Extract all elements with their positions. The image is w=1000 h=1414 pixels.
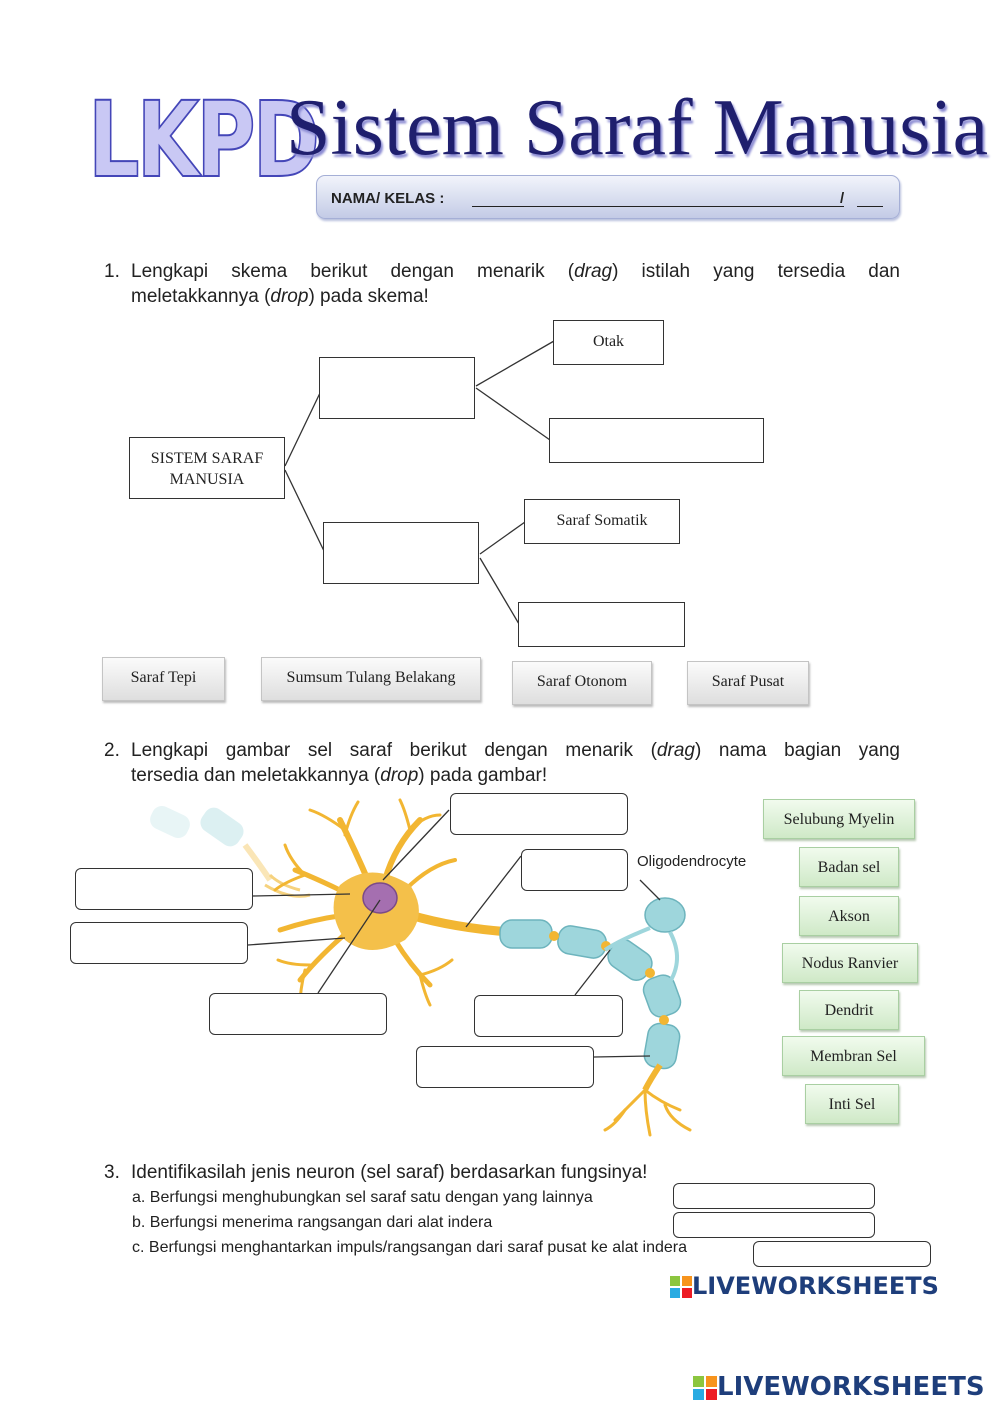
neuron-drop-box-2[interactable] — [521, 849, 628, 891]
question-1-line1: Lengkapi skema berikut dengan menarik (d… — [131, 261, 901, 282]
neuron-drop-box-1[interactable] — [450, 793, 628, 835]
liveworksheets-grid-icon — [670, 1276, 692, 1298]
page-title: Sistem Saraf Manusia — [286, 84, 989, 172]
option-selubung-myelin[interactable]: Selubung Myelin — [763, 799, 915, 839]
q3-item-b: b. Berfungsi menerima rangsangan dari al… — [132, 1214, 493, 1231]
option-nodus-ranvier[interactable]: Nodus Ranvier — [782, 943, 918, 983]
option-inti-sel[interactable]: Inti Sel — [805, 1084, 899, 1124]
q3-answer-c[interactable] — [753, 1241, 931, 1267]
option-saraf-pusat[interactable]: Saraf Pusat — [687, 661, 809, 705]
option-saraf-tepi[interactable]: Saraf Tepi — [102, 657, 225, 701]
name-class-label: NAMA/ KELAS : — [331, 190, 445, 207]
neuron-drop-box-7[interactable] — [416, 1046, 594, 1088]
name-input-line[interactable] — [472, 206, 844, 207]
q3-answer-b[interactable] — [673, 1212, 875, 1238]
question-2-line2: tersedia dan meletakkannya (drop) pada g… — [131, 765, 548, 786]
q3-answer-a[interactable] — [673, 1183, 875, 1209]
neuron-drop-box-5[interactable] — [209, 993, 387, 1035]
q3-item-c: c. Berfungsi menghantarkan impuls/rangsa… — [132, 1239, 687, 1256]
schema-box-otak: Otak — [553, 320, 664, 365]
question-1-line2: meletakkannya (drop) pada skema! — [131, 286, 429, 307]
option-dendrit[interactable]: Dendrit — [799, 990, 899, 1030]
option-sumsum-tulang-belakang[interactable]: Sumsum Tulang Belakang — [261, 657, 481, 701]
drop-box-level1-bottom[interactable] — [323, 522, 479, 584]
question-2: 2. Lengkapi gambar sel saraf berikut den… — [104, 738, 900, 790]
neuron-drop-box-3[interactable] — [75, 868, 253, 910]
drop-box-level2-b[interactable] — [518, 602, 685, 647]
question-2-number: 2. — [104, 740, 120, 761]
class-input-line[interactable] — [857, 206, 883, 207]
question-1: 1. Lengkapi skema berikut dengan menarik… — [104, 259, 900, 311]
lkpd-logo: LKPD — [87, 79, 321, 201]
liveworksheets-brand-text: LIVEWORKSHEETS — [692, 1272, 939, 1300]
schema-root-box: SISTEM SARAF MANUSIA — [129, 437, 285, 499]
liveworksheets-logo-inline: LIVEWORKSHEETS — [670, 1272, 939, 1300]
neuron-drop-box-6[interactable] — [474, 995, 623, 1037]
liveworksheets-logo-footer: LIVEWORKSHEETS — [693, 1372, 985, 1402]
question-2-line1: Lengkapi gambar sel saraf berikut dengan… — [131, 740, 900, 761]
schema-box-saraf-somatik: Saraf Somatik — [524, 499, 680, 544]
oligodendrocyte-label: Oligodendrocyte — [637, 853, 747, 870]
liveworksheets-grid-icon — [693, 1375, 717, 1400]
liveworksheets-brand-text: LIVEWORKSHEETS — [717, 1372, 985, 1402]
name-class-bar: NAMA/ KELAS : / — [316, 175, 900, 219]
name-slash: / — [840, 190, 845, 207]
drop-box-level2-a[interactable] — [549, 418, 764, 463]
question-3: 3. Identifikasilah jenis neuron (sel sar… — [104, 1160, 804, 1185]
neuron-illustration — [150, 798, 692, 1137]
question-3-title: Identifikasilah jenis neuron (sel saraf)… — [131, 1162, 648, 1183]
option-badan-sel[interactable]: Badan sel — [799, 847, 899, 887]
option-saraf-otonom[interactable]: Saraf Otonom — [512, 661, 652, 705]
option-akson[interactable]: Akson — [799, 896, 899, 936]
q3-item-a: a. Berfungsi menghubungkan sel saraf sat… — [132, 1189, 593, 1206]
question-3-number: 3. — [104, 1162, 120, 1183]
neuron-drop-box-4[interactable] — [70, 922, 248, 964]
q1-connector-lines — [284, 340, 555, 625]
question-1-number: 1. — [104, 261, 120, 282]
option-membran-sel[interactable]: Membran Sel — [782, 1036, 925, 1076]
drop-box-level1-top[interactable] — [319, 357, 475, 419]
